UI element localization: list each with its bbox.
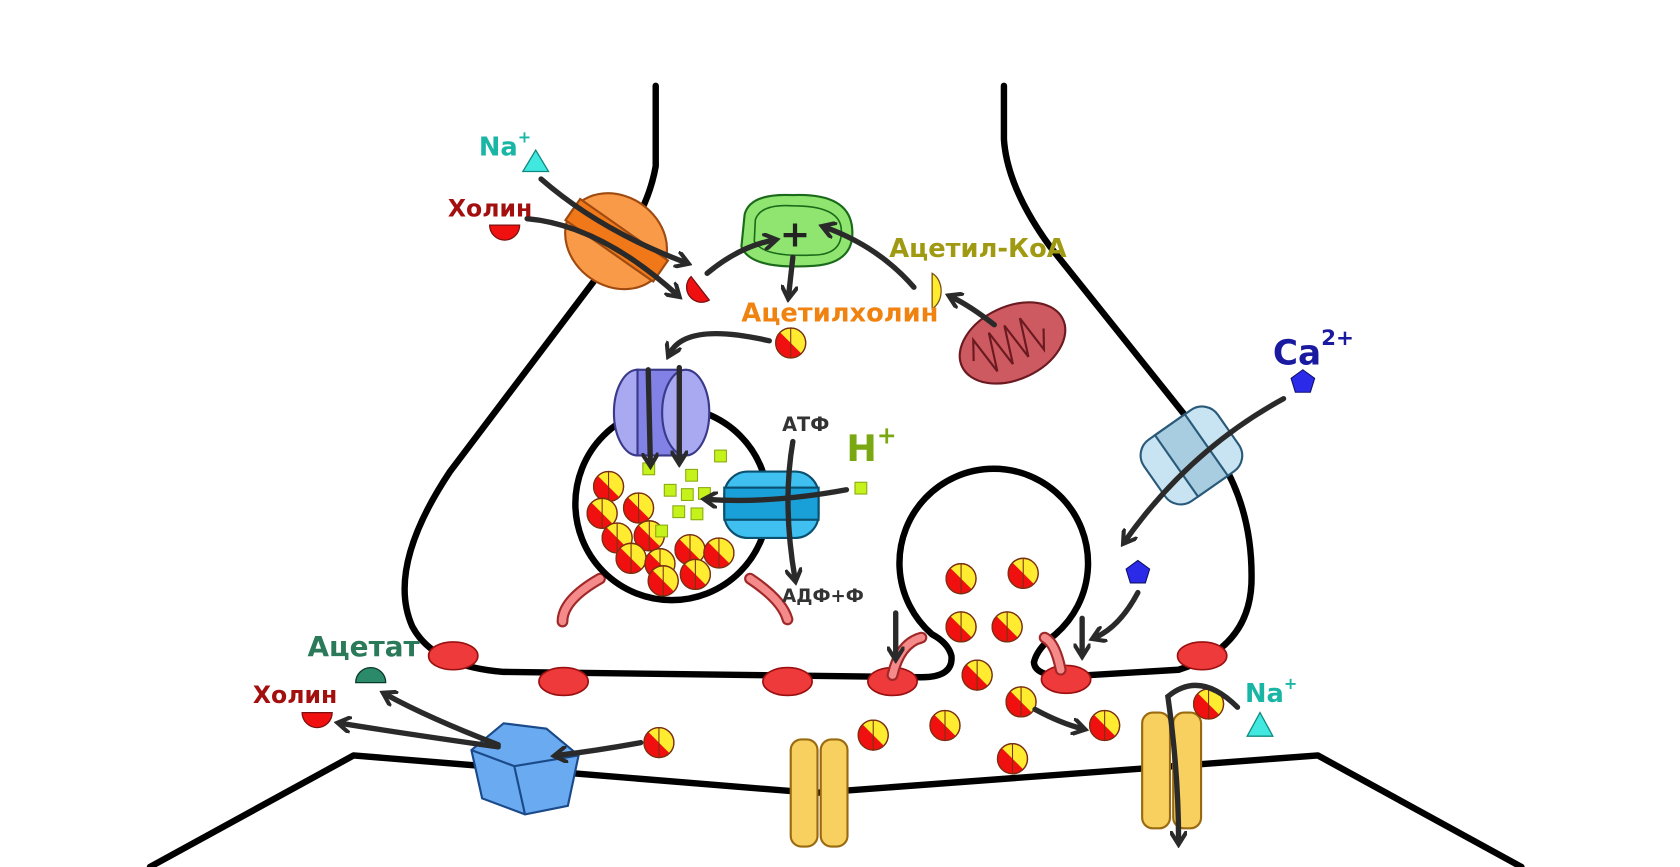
acetate-molecule — [355, 667, 387, 684]
label-choline-bottom: Холин — [253, 681, 337, 709]
label-sodium-top: Na+ — [479, 128, 531, 163]
proton-outside — [854, 481, 868, 495]
label-calcium: Ca2+ — [1273, 326, 1354, 373]
acetylcholine-receptor-left — [789, 738, 849, 848]
choline-transporter — [563, 192, 670, 291]
choline-molecules — [301, 224, 711, 729]
plus-sign: + — [780, 213, 811, 256]
vesicular-acetylcholine-transporter — [612, 368, 711, 457]
calcium-channel — [1139, 405, 1244, 506]
label-acetate: Ацетат — [308, 630, 421, 663]
proton-pump — [723, 470, 820, 540]
label-acetyl-coa: Ацетил-КоА — [889, 234, 1066, 264]
acetylcholinesterase — [470, 722, 580, 816]
label-acetylcholine: Ацетилхолин — [741, 299, 938, 329]
calcium-ion-inside — [1125, 559, 1151, 584]
label-choline-top: Холин — [448, 195, 532, 223]
calcium-ion-top — [1290, 369, 1316, 393]
mitochondrion — [958, 301, 1067, 385]
reaction-arrows — [341, 176, 1287, 841]
membrane-proteins — [427, 641, 1228, 697]
presynaptic-membrane — [401, 82, 1255, 681]
label-proton: H+ — [846, 422, 896, 470]
label-adp-phosphate: АДФ+Ф — [782, 586, 864, 607]
label-sodium-bottom: Na+ — [1245, 674, 1297, 709]
acetyl-coa-molecule — [931, 272, 942, 310]
sodium-ion-bottom — [1246, 711, 1274, 737]
sodium-ion-top — [521, 148, 550, 173]
label-atp: АТФ — [782, 413, 829, 436]
